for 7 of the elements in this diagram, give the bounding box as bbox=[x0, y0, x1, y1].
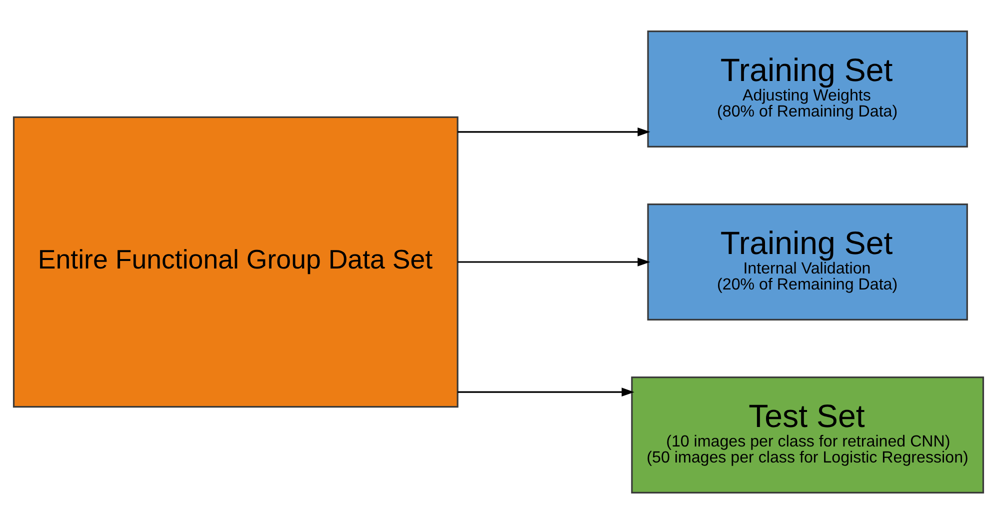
node-box: Entire Functional Group Data Set bbox=[12, 116, 458, 408]
node-box: Training Set Adjusting Weights (80% of Remaining Data) bbox=[647, 30, 968, 147]
arrow bbox=[458, 127, 650, 136]
node-box: Training Set Internal Validation (20% of Remaining Data) bbox=[647, 203, 968, 320]
node-box: Test Set (10 images per class for retrained CNN) (50 images per class for Logistic Regression) bbox=[631, 376, 984, 493]
arrow bbox=[458, 387, 634, 396]
arrow bbox=[458, 257, 650, 266]
